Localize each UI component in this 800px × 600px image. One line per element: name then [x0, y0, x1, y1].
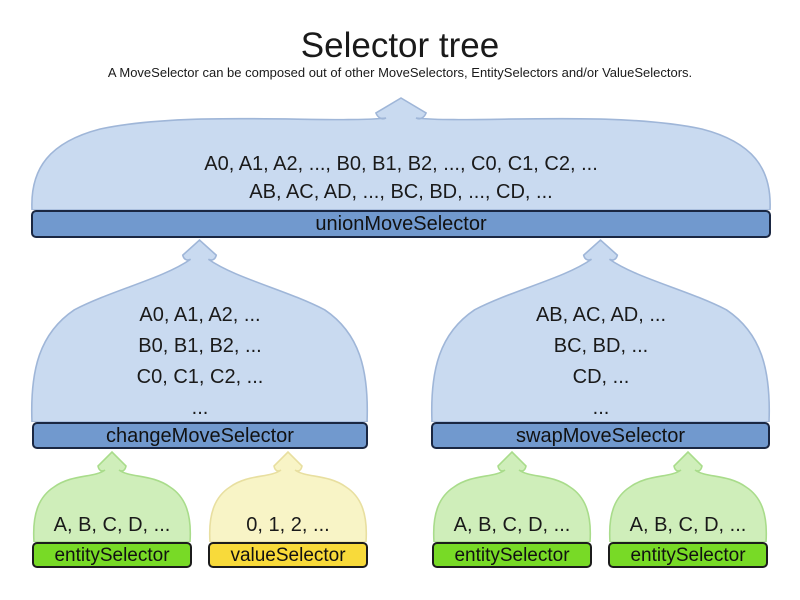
node-swap-move-selector: AB, AC, AD, ... BC, BD, ... CD, ... ... …: [430, 238, 772, 449]
swap-items-line: BC, BD, ...: [553, 335, 649, 357]
funnel-shape: [32, 240, 368, 422]
funnel-shape: [32, 98, 770, 210]
swap-items-line: CD, ...: [572, 366, 630, 388]
entity-selector-bar: entitySelector: [32, 542, 192, 568]
value-selection-items: 0, 1, 2, ...: [208, 512, 368, 538]
entity-selection-items: A, B, C, D, ...: [32, 512, 192, 538]
union-selection-items: A0, A1, A2, ..., B0, B1, B2, ..., C0, C1…: [30, 150, 772, 206]
up-arrow-funnel-icon: [608, 450, 768, 542]
funnel-shape: [434, 452, 591, 542]
entity-items-line: A, B, C, D, ...: [53, 514, 171, 536]
node-value-selector: 0, 1, 2, ... valueSelector: [208, 450, 368, 568]
change-items-line: C0, C1, C2, ...: [136, 366, 264, 388]
up-arrow-funnel-icon: [30, 238, 370, 422]
value-items-line: 0, 1, 2, ...: [246, 514, 330, 536]
funnel-shape: [432, 240, 770, 422]
value-selector-bar: valueSelector: [208, 542, 368, 568]
funnel-shape: [34, 452, 191, 542]
entity-selector-bar: entitySelector: [608, 542, 768, 568]
union-items-line: A0, A1, A2, ..., B0, B1, B2, ..., C0, C1…: [204, 153, 598, 175]
swap-move-selector-bar: swapMoveSelector: [431, 422, 770, 449]
swap-selection-items: AB, AC, AD, ... BC, BD, ... CD, ... ...: [430, 300, 772, 424]
up-arrow-funnel-icon: [432, 450, 592, 542]
entity-selection-items: A, B, C, D, ...: [608, 512, 768, 538]
entity-selection-items: A, B, C, D, ...: [432, 512, 592, 538]
union-items-line: AB, AC, AD, ..., BC, BD, ..., CD, ...: [249, 181, 553, 203]
up-arrow-funnel-icon: [208, 450, 368, 542]
node-union-move-selector: A0, A1, A2, ..., B0, B1, B2, ..., C0, C1…: [30, 96, 772, 239]
swap-items-line: AB, AC, AD, ...: [535, 304, 667, 326]
up-arrow-funnel-icon: [30, 96, 772, 210]
node-change-move-selector: A0, A1, A2, ... B0, B1, B2, ... C0, C1, …: [30, 238, 370, 449]
up-arrow-funnel-icon: [32, 450, 192, 542]
change-items-line: A0, A1, A2, ...: [139, 304, 261, 326]
change-items-line: B0, B1, B2, ...: [138, 335, 262, 357]
node-entity-selector-1: A, B, C, D, ... entitySelector: [32, 450, 192, 568]
entity-items-line: A, B, C, D, ...: [629, 514, 747, 536]
funnel-shape: [210, 452, 367, 542]
up-arrow-funnel-icon: [430, 238, 772, 422]
swap-items-line: ...: [592, 397, 610, 419]
node-entity-selector-3: A, B, C, D, ... entitySelector: [608, 450, 768, 568]
union-move-selector-bar: unionMoveSelector: [31, 210, 771, 238]
page-subtitle: A MoveSelector can be composed out of ot…: [107, 65, 693, 80]
change-selection-items: A0, A1, A2, ... B0, B1, B2, ... C0, C1, …: [30, 300, 370, 424]
funnel-shape: [610, 452, 767, 542]
change-move-selector-bar: changeMoveSelector: [32, 422, 368, 449]
page-title: Selector tree: [300, 26, 500, 65]
node-entity-selector-2: A, B, C, D, ... entitySelector: [432, 450, 592, 568]
entity-selector-bar: entitySelector: [432, 542, 592, 568]
change-items-line: ...: [191, 397, 209, 419]
entity-items-line: A, B, C, D, ...: [453, 514, 571, 536]
